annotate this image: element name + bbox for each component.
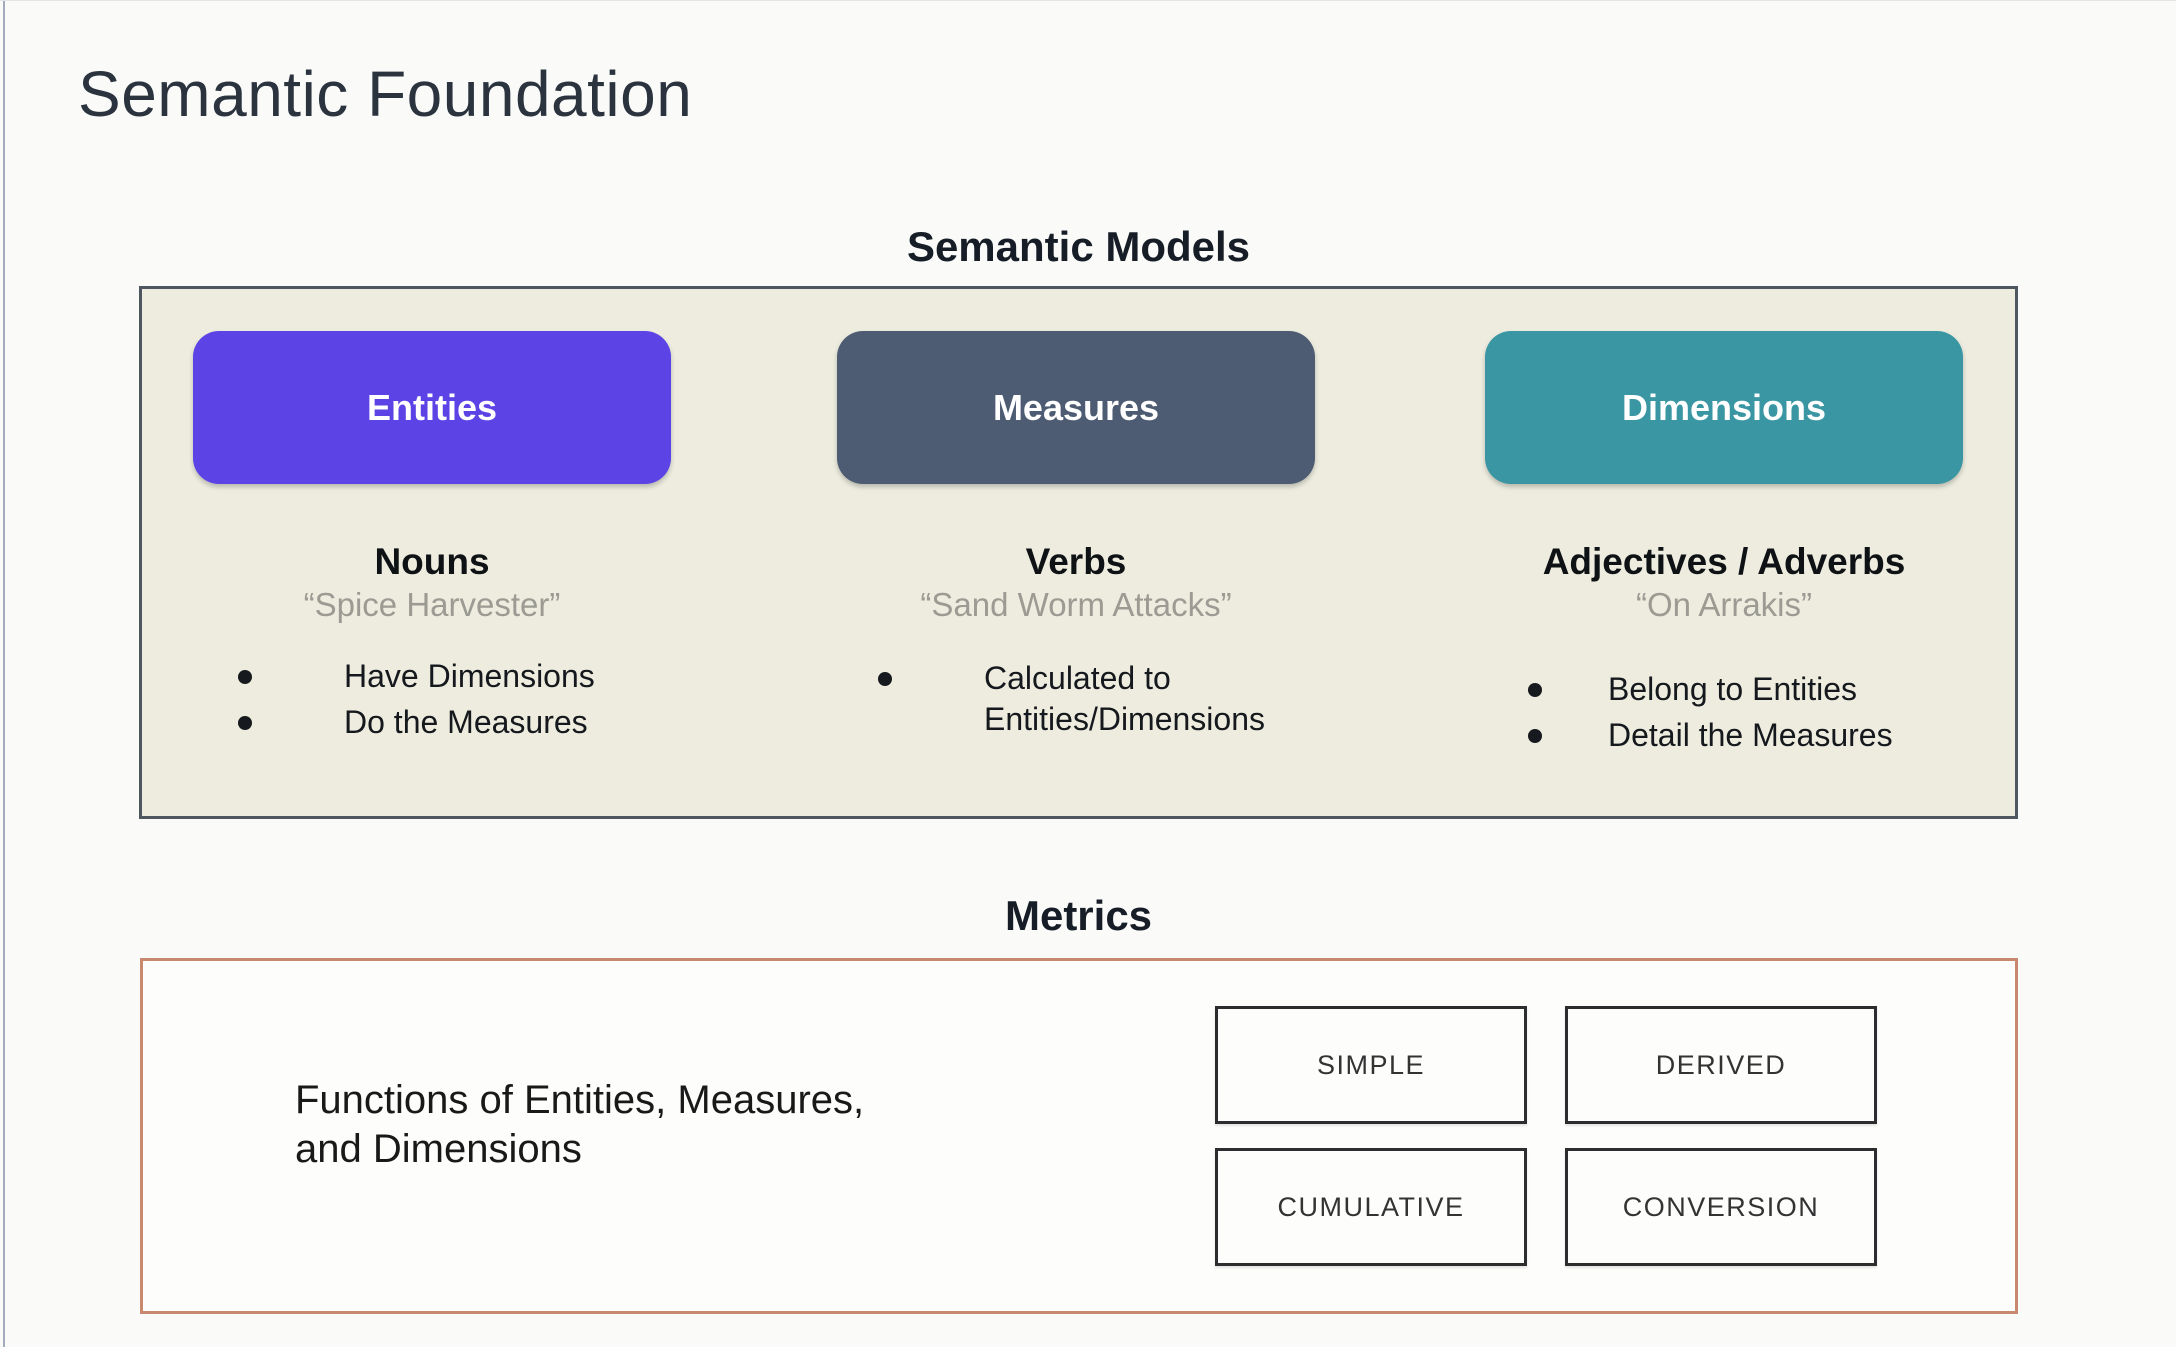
bullet-icon (1528, 683, 1542, 697)
metric-type-derived: DERIVED (1565, 1006, 1877, 1124)
measures-column-text: Verbs “Sand Worm Attacks” (776, 541, 1376, 624)
list-item: Have Dimensions (238, 656, 595, 697)
measures-bullet-list: Calculated to Entities/Dimensions (878, 658, 1354, 745)
dimensions-part-of-speech: Adjectives / Adverbs (1542, 541, 1906, 582)
metric-type-label: CONVERSION (1622, 1191, 1820, 1222)
entities-column-text: Nouns “Spice Harvester” (132, 541, 732, 624)
metric-type-simple: SIMPLE (1215, 1006, 1527, 1124)
bullet-icon (238, 670, 252, 684)
metrics-heading: Metrics (1004, 892, 1153, 939)
metric-type-label: SIMPLE (1316, 1049, 1426, 1080)
list-item: Calculated to Entities/Dimensions (878, 658, 1354, 740)
list-item: Do the Measures (238, 702, 595, 743)
list-item: Belong to Entities (1528, 669, 1893, 710)
entities-bullet-list: Have Dimensions Do the Measures (238, 656, 595, 748)
measures-box: Measures (837, 331, 1315, 484)
bullet-icon (238, 715, 252, 730)
metric-type-grid: SIMPLE DERIVED CUMULATIVE CONVERSION (1215, 1006, 1877, 1266)
bullet-label: Detail the Measures (1608, 716, 1893, 753)
metric-type-cumulative: CUMULATIVE (1215, 1148, 1527, 1266)
entities-part-of-speech: Nouns (374, 541, 490, 582)
metric-type-label: CUMULATIVE (1277, 1191, 1465, 1222)
bullet-icon (1528, 728, 1542, 743)
dimensions-box-label: Dimensions (1621, 386, 1827, 428)
bullet-label: Do the Measures (344, 703, 588, 740)
dimensions-example-quote: “On Arrakis” (1635, 585, 1813, 623)
dimensions-column-text: Adjectives / Adverbs “On Arrakis” (1424, 541, 2024, 624)
dimensions-bullet-list: Belong to Entities Detail the Measures (1528, 669, 1893, 761)
entities-example-quote: “Spice Harvester” (303, 585, 561, 623)
entities-box-label: Entities (366, 386, 498, 428)
bullet-label: Belong to Entities (1608, 671, 1858, 707)
bullet-label: Have Dimensions (344, 658, 595, 694)
window-edge-line (3, 1, 5, 1347)
bullet-label: Calculated to Entities/Dimensions (984, 660, 1265, 737)
metric-type-conversion: CONVERSION (1565, 1148, 1877, 1266)
dimensions-box: Dimensions (1485, 331, 1963, 484)
measures-example-quote: “Sand Worm Attacks” (920, 585, 1232, 623)
bullet-icon (878, 672, 892, 686)
list-item: Detail the Measures (1528, 715, 1893, 756)
page-title: Semantic Foundation (78, 58, 693, 130)
semantic-models-heading: Semantic Models (906, 223, 1251, 270)
measures-part-of-speech: Verbs (1025, 541, 1127, 582)
measures-box-label: Measures (992, 386, 1160, 428)
metric-type-label: DERIVED (1655, 1049, 1787, 1080)
entities-box: Entities (193, 331, 671, 484)
metrics-description: Functions of Entities, Measures, and Dim… (295, 1078, 865, 1171)
